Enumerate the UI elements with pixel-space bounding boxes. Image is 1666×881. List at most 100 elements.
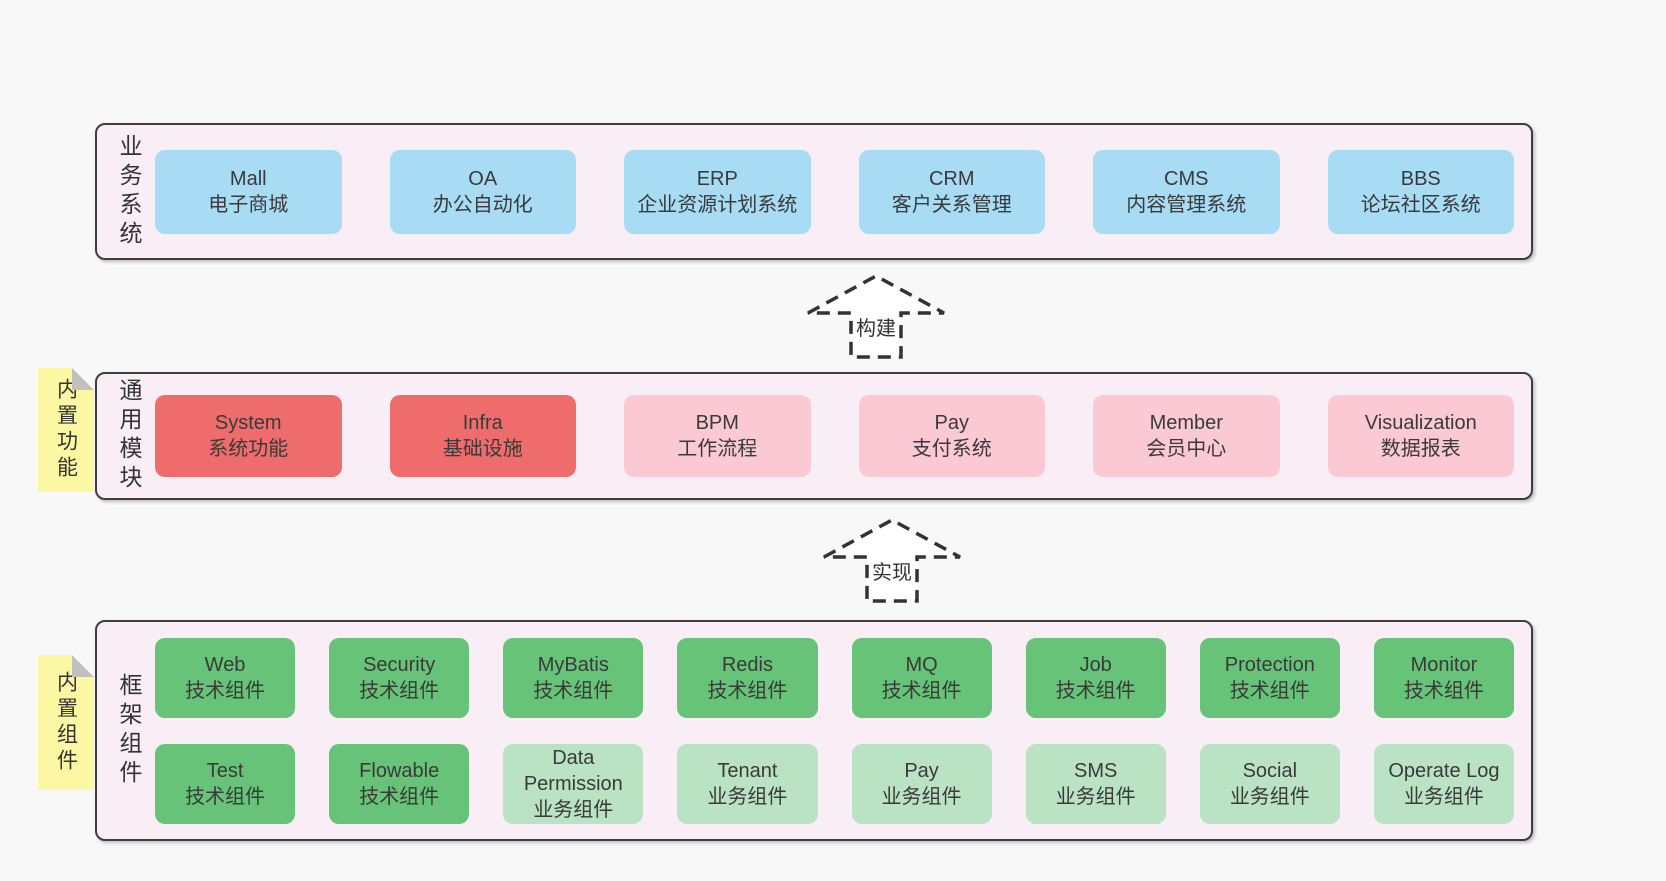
box-title: Tenant [717,759,778,782]
panel-framework-components: 框架组件 Web 技术组件 Security 技术组件 MyBatis 技术组件… [95,620,1533,841]
box-subtitle: 技术组件 [359,679,440,702]
box-title: MyBatis [537,653,609,676]
modules-boxes-area: System 系统功能 Infra 基础设施 BPM 工作流程 Pay 支付系统… [155,395,1514,477]
box-subtitle: 论坛社区系统 [1360,193,1481,216]
box-subtitle: 客户关系管理 [891,193,1012,216]
sticky-tag-label: 内置功能 [54,378,78,482]
box-title: Test [206,759,244,782]
box-title: BPM [695,412,739,434]
box-title: Pay [904,759,939,782]
box-subtitle: 技术组件 [881,679,962,702]
box-subtitle: 技术组件 [359,785,440,808]
box-subtitle: 业务组件 [1229,785,1310,808]
framework-boxes-area: Web 技术组件 Security 技术组件 MyBatis 技术组件 Redi… [155,637,1514,824]
box-title: Data Permission [523,746,623,795]
business-boxes-row: Mall 电子商城 OA 办公自动化 ERP 企业资源计划系统 CRM 客户关系… [155,149,1514,234]
box-title: Social [1242,759,1298,782]
box-subtitle: 技术组件 [185,679,266,702]
box-sms: SMS 业务组件 [1025,743,1166,824]
box-title: Job [1079,653,1112,676]
box-subtitle: 技术组件 [1403,679,1484,702]
box-subtitle: 办公自动化 [432,193,533,216]
box-subtitle: 工作流程 [677,438,758,460]
box-infra: Infra 基础设施 [389,395,576,477]
panel-common-modules: 通用模块 System 系统功能 Infra 基础设施 BPM 工作流程 Pay… [95,372,1533,500]
box-monitor: Monitor 技术组件 [1373,637,1514,718]
box-title: ERP [696,167,738,190]
box-pay: Pay 支付系统 [858,395,1045,477]
panel-modules-label: 通用模块 [116,378,142,494]
folded-corner-icon [72,655,94,677]
framework-boxes-row-1: Web 技术组件 Security 技术组件 MyBatis 技术组件 Redi… [155,637,1514,718]
box-bpm: BPM 工作流程 [624,395,811,477]
box-subtitle: 会员中心 [1146,438,1227,460]
box-bbs: BBS 论坛社区系统 [1327,149,1514,234]
modules-boxes-row: System 系统功能 Infra 基础设施 BPM 工作流程 Pay 支付系统… [155,395,1514,477]
box-member: Member 会员中心 [1093,395,1280,477]
sticky-tag-builtin-components: 内置组件 [38,655,94,790]
box-mall: Mall 电子商城 [155,149,342,234]
box-title: SMS [1074,759,1118,782]
box-title: Pay [934,412,969,434]
box-subtitle: 支付系统 [911,438,992,460]
panel-business-label: 业务系统 [116,133,142,250]
box-subtitle: 内容管理系统 [1126,193,1247,216]
box-title: Security [363,653,436,676]
box-title: BBS [1400,167,1441,190]
box-subtitle: 基础设施 [442,438,523,460]
box-subtitle: 业务组件 [533,798,614,821]
box-subtitle: 业务组件 [881,785,962,808]
box-redis: Redis 技术组件 [677,637,818,718]
box-job: Job 技术组件 [1025,637,1166,718]
framework-boxes-row-2: Test 技术组件 Flowable 技术组件 Data Permission … [155,743,1514,824]
box-subtitle: 技术组件 [707,679,788,702]
box-title: System [214,412,282,434]
box-subtitle: 业务组件 [1403,785,1484,808]
box-visualization: Visualization 数据报表 [1327,395,1514,477]
box-title: Visualization [1364,412,1477,434]
panel-framework-label: 框架组件 [116,672,142,789]
box-system: System 系统功能 [155,395,342,477]
box-subtitle: 技术组件 [533,679,614,702]
box-title: Flowable [359,759,440,782]
box-operate-log: Operate Log 业务组件 [1373,743,1514,824]
box-pay-biz: Pay 业务组件 [851,743,992,824]
box-title: OA [468,167,498,190]
panel-business-systems: 业务系统 Mall 电子商城 OA 办公自动化 ERP 企业资源计划系统 CRM… [95,123,1533,260]
business-boxes-area: Mall 电子商城 OA 办公自动化 ERP 企业资源计划系统 CRM 客户关系… [155,149,1514,234]
box-subtitle: 电子商城 [208,193,289,216]
box-subtitle: 技术组件 [1055,679,1136,702]
box-mybatis: MyBatis 技术组件 [503,637,644,718]
box-title: Monitor [1410,653,1478,676]
box-data-permission: Data Permission 业务组件 [503,743,644,824]
box-title: CRM [928,167,975,190]
box-flowable: Flowable 技术组件 [329,743,470,824]
box-subtitle: 技术组件 [1229,679,1310,702]
arrow-implement-label: 实现 [869,556,915,585]
box-title: Infra [462,412,503,434]
box-subtitle: 业务组件 [707,785,788,808]
box-title: Mall [229,167,267,190]
box-erp: ERP 企业资源计划系统 [624,149,811,234]
folded-corner-icon [72,368,94,390]
box-crm: CRM 客户关系管理 [858,149,1045,234]
box-title: Operate Log [1388,759,1500,782]
box-title: Redis [721,653,773,676]
box-subtitle: 系统功能 [208,438,289,460]
box-oa: OA 办公自动化 [389,149,576,234]
box-subtitle: 技术组件 [185,785,266,808]
sticky-tag-builtin-features: 内置功能 [38,368,94,492]
arrow-build: 构建 [806,273,946,359]
box-cms: CMS 内容管理系统 [1093,149,1280,234]
box-title: CMS [1164,167,1209,190]
box-title: Web [204,653,246,676]
box-subtitle: 业务组件 [1055,785,1136,808]
box-title: Member [1149,412,1223,434]
arrow-implement: 实现 [822,517,962,603]
box-social: Social 业务组件 [1199,743,1340,824]
box-subtitle: 数据报表 [1380,438,1461,460]
box-web: Web 技术组件 [155,637,296,718]
box-test: Test 技术组件 [155,743,296,824]
arrow-build-label: 构建 [853,312,899,341]
